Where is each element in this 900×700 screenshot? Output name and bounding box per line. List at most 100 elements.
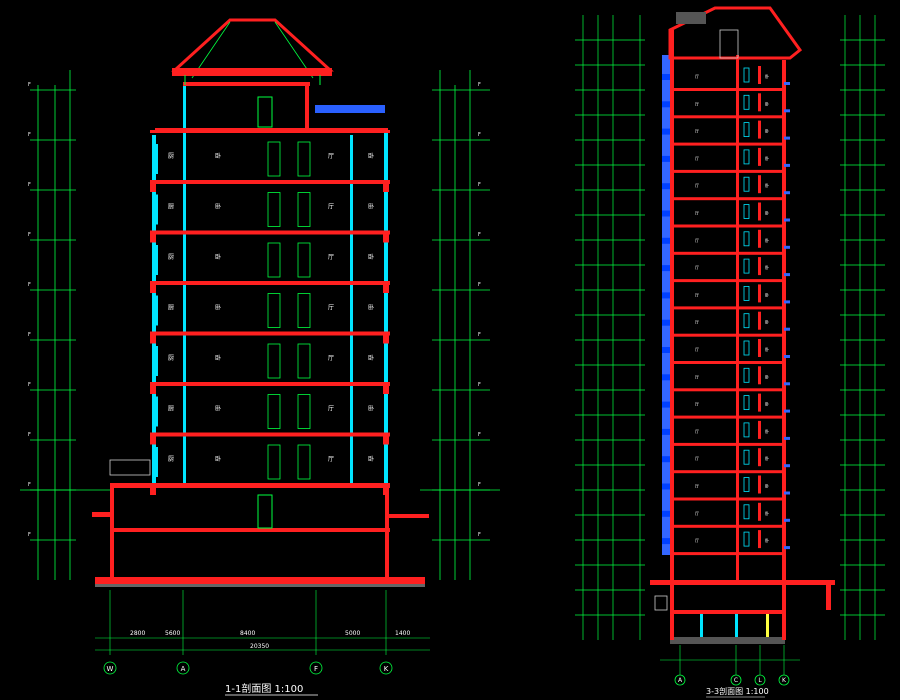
floor-slab <box>670 197 786 201</box>
elev-tag: F <box>478 332 481 338</box>
balcony-glass <box>662 183 670 190</box>
room-tag: 厅 <box>328 406 334 413</box>
room-tag: 卧 <box>765 291 769 297</box>
room-tag: 卧 <box>368 203 374 211</box>
floor-slab <box>670 279 786 283</box>
room-tag: 厅 <box>695 402 699 407</box>
slab-edge <box>150 335 156 344</box>
elev-tag: F <box>28 82 31 88</box>
dim-text: 2800 <box>130 630 145 637</box>
facade-glass-right <box>384 130 388 485</box>
door <box>297 444 311 480</box>
room-tag: 厅 <box>328 355 334 362</box>
room-tag: 厅 <box>328 153 334 160</box>
room-tag: 卧 <box>765 373 769 379</box>
window <box>743 258 750 274</box>
window <box>743 367 750 383</box>
balcony <box>784 546 790 550</box>
balcony <box>784 300 790 304</box>
floor-slab <box>670 524 786 528</box>
room-tag: 厅 <box>695 183 699 188</box>
room-tag: 厅 <box>695 429 699 434</box>
window-glass <box>155 144 158 174</box>
penthouse-wall <box>305 85 309 130</box>
room-tag: 厅 <box>695 211 699 216</box>
entry-canopy <box>109 459 151 476</box>
balcony <box>784 355 790 358</box>
room-tag: 卧 <box>215 405 221 413</box>
elev-tag: F <box>28 232 31 238</box>
room-tag: 厨 <box>168 204 174 211</box>
room-tag: 厅 <box>328 456 334 463</box>
slab-edge <box>150 487 156 495</box>
window <box>743 395 750 411</box>
dim-text: 5000 <box>345 630 360 637</box>
room-tag: 厅 <box>695 347 699 352</box>
room-tag: 厅 <box>695 101 699 106</box>
balcony-glass <box>662 101 670 108</box>
axis-bubble-f <box>309 661 323 675</box>
room-tag: 卧 <box>765 155 769 161</box>
basement-mid-slab <box>110 528 390 532</box>
axis-label: K <box>384 665 389 673</box>
floor-slab <box>150 483 390 487</box>
room-tag: 厅 <box>695 156 699 161</box>
section-1-axis-bubbles <box>103 661 393 675</box>
wall-stub <box>758 147 761 166</box>
window <box>743 340 750 356</box>
window <box>743 477 750 492</box>
balcony <box>784 464 790 468</box>
door <box>297 141 311 177</box>
roof-eave <box>172 68 332 76</box>
door <box>267 343 281 379</box>
room-tag: 厅 <box>695 374 699 379</box>
slab-edge <box>383 234 389 243</box>
penthouse-door <box>257 96 273 128</box>
balcony-glass <box>662 237 670 244</box>
balcony <box>784 273 790 277</box>
penthouse-floor <box>183 82 310 86</box>
basement-ledge-right <box>389 514 429 518</box>
dimension-chains-section3 <box>575 15 885 640</box>
elev-tag: F <box>28 182 31 188</box>
room-tag: 卧 <box>215 203 221 211</box>
window-glass <box>155 295 158 326</box>
window <box>743 204 750 219</box>
room-tag: 卧 <box>368 405 374 413</box>
wall-stub <box>758 502 761 521</box>
room-tag: 卧 <box>765 210 769 216</box>
roof-slab <box>155 128 388 133</box>
elev-tag: F <box>28 282 31 288</box>
window <box>743 149 750 165</box>
balcony-glass <box>662 374 670 381</box>
elev-tag: F <box>28 132 31 138</box>
dim-text: 8400 <box>240 630 255 637</box>
window <box>743 449 750 465</box>
wall-stub <box>758 420 761 439</box>
elev-tag: F <box>28 532 31 538</box>
room-tag: 卧 <box>765 346 769 352</box>
wall-stub <box>758 530 761 549</box>
foundation-slab <box>95 577 425 584</box>
slab-edge <box>383 335 389 344</box>
floor-slab <box>670 88 786 91</box>
pitched-roof <box>171 18 334 72</box>
floor-slab <box>670 169 786 173</box>
room-tag: 卧 <box>765 264 769 270</box>
balcony <box>784 491 790 495</box>
balcony-glass <box>662 483 670 490</box>
sec3-basement-slab <box>670 610 785 614</box>
section-3-axis-bubbles <box>674 674 790 686</box>
floor-slab <box>150 331 390 336</box>
wall-stub <box>758 393 761 412</box>
door <box>267 242 281 278</box>
balcony <box>784 109 790 113</box>
wall-stub <box>758 229 761 248</box>
elev-tag: F <box>478 382 481 388</box>
sec3-roof-door <box>719 29 739 59</box>
column-f <box>350 135 353 485</box>
slab-edge <box>150 234 156 243</box>
room-tag: 厅 <box>328 204 334 211</box>
